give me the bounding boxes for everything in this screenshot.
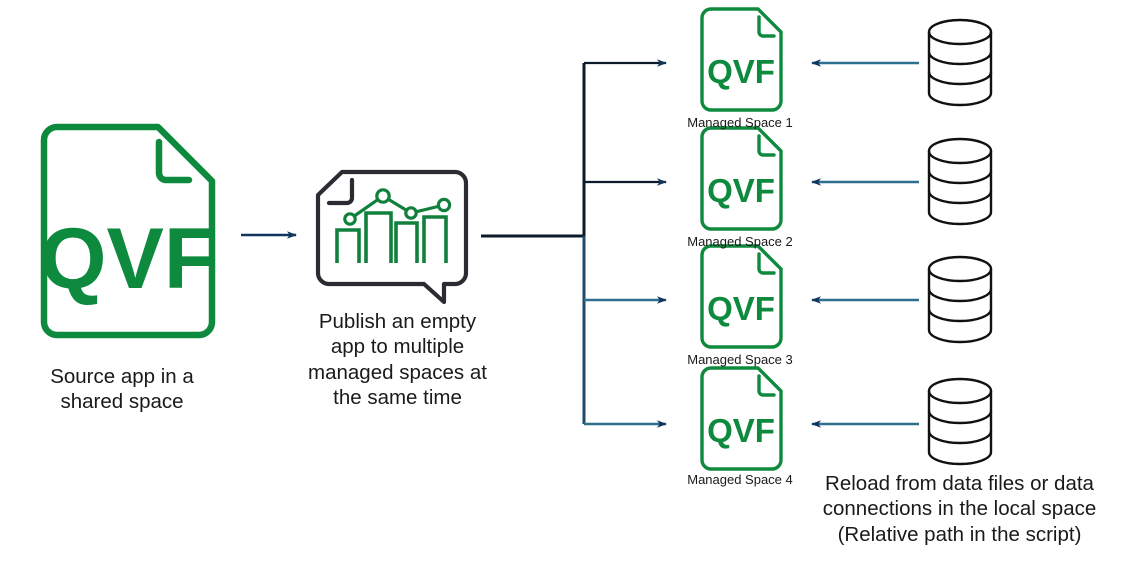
svg-text:QVF: QVF	[707, 412, 775, 449]
reload-caption: Reload from data files or data connectio…	[822, 472, 1097, 546]
reload-arrows	[811, 59, 919, 428]
database-icon-4	[927, 377, 993, 466]
managed-space-label-4: Managed Space 4	[687, 472, 793, 487]
managed-space-label-2: Managed Space 2	[687, 234, 793, 249]
svg-text:QVF: QVF	[707, 53, 775, 90]
publish-chart-line	[343, 188, 452, 226]
source-caption: Source app in a shared space	[50, 365, 194, 414]
database-icon-3	[927, 255, 993, 344]
publish-chart-bars	[335, 211, 448, 263]
managed-space-qvf-3: QVF	[700, 244, 783, 349]
managed-space-qvf-4: QVF	[700, 366, 783, 471]
managed-space-qvf-1: QVF	[700, 7, 783, 112]
branch-connector	[481, 59, 667, 428]
database-icon-2	[927, 137, 993, 226]
database-icon-1	[927, 18, 993, 107]
managed-space-label-3: Managed Space 3	[687, 352, 793, 367]
svg-text:QVF: QVF	[707, 290, 775, 327]
managed-space-label-1: Managed Space 1	[687, 115, 793, 130]
managed-space-qvf-2: QVF	[700, 126, 783, 231]
publish-caption: Publish an empty app to multiple managed…	[308, 310, 487, 410]
source-qvf-text: QVF	[40, 211, 217, 307]
svg-text:QVF: QVF	[707, 172, 775, 209]
source-qvf-icon	[40, 123, 216, 339]
